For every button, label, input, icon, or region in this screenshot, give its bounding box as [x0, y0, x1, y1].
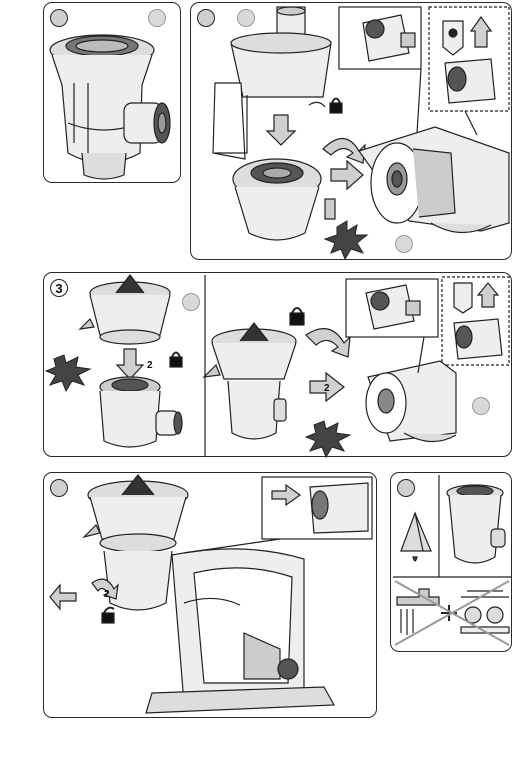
- juicer-assembly-illustration: 2 2: [44, 273, 513, 458]
- panel-step-1: [43, 2, 181, 183]
- mincer-attach-illustration: [191, 3, 513, 261]
- panel-step-3: 3: [43, 272, 512, 457]
- juicer-on-mixer-illustration: 2: [44, 473, 378, 719]
- panel-step-2: [190, 2, 512, 260]
- lock-step-number: 2: [147, 360, 153, 371]
- rotate-step-number: 2: [104, 589, 110, 600]
- panel-step-4: 2: [43, 472, 377, 718]
- arrow-step-number: 2: [324, 383, 330, 394]
- juicer-housing-illustration: [44, 3, 182, 184]
- panel-step-5: [390, 472, 512, 652]
- cleaning-instructions-illustration: [391, 473, 513, 653]
